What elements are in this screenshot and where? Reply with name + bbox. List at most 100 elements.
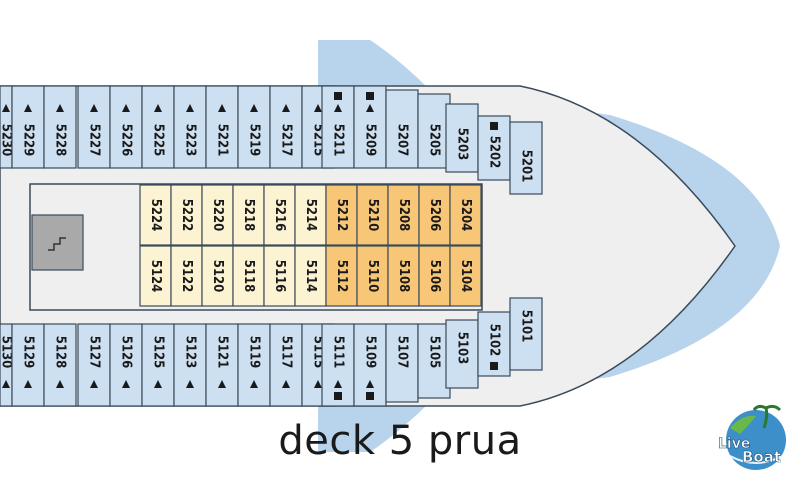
cabin[interactable]: 5210: [356, 184, 389, 246]
cabin-number: 5218: [241, 199, 256, 232]
cabin[interactable]: 5222: [170, 184, 203, 246]
cabin-box: [385, 323, 419, 403]
logo-text-left: Live: [718, 436, 750, 452]
cabin[interactable]: 5225: [141, 85, 175, 169]
cabin[interactable]: 5122: [170, 245, 203, 307]
cabin[interactable]: 5129: [11, 323, 45, 407]
accessible-cabin-marker: [334, 392, 342, 400]
cabin-number: 5211: [331, 124, 346, 157]
cabin-box: [109, 85, 143, 169]
cabin[interactable]: 5203: [445, 103, 479, 173]
cabin[interactable]: 5229: [11, 85, 45, 169]
cabin[interactable]: 5202: [477, 115, 511, 181]
cabin[interactable]: 5221: [205, 85, 239, 169]
cabin[interactable]: 5104: [449, 245, 482, 307]
triangle-up-icon: [334, 380, 342, 388]
cabin[interactable]: 5106: [418, 245, 451, 307]
cabin-number: 5222: [179, 199, 194, 232]
cabin-number: 5101: [519, 310, 534, 343]
cabin-box: [43, 85, 77, 169]
cabin[interactable]: 5127: [77, 323, 111, 407]
triangle-up-icon: [122, 104, 130, 112]
cabin[interactable]: 5204: [449, 184, 482, 246]
cabin-box: [387, 245, 420, 307]
cabin-number: 5230: [0, 124, 14, 157]
cabin[interactable]: 5206: [418, 184, 451, 246]
cabin[interactable]: 5103: [445, 319, 479, 389]
cabin-box: [263, 184, 296, 246]
cabin-box: [325, 245, 358, 307]
cabin[interactable]: 5123: [173, 323, 207, 407]
cabin[interactable]: 5110: [356, 245, 389, 307]
cabin-number: 5124: [148, 260, 163, 293]
cabin[interactable]: 5227: [77, 85, 111, 169]
cabin-box: [201, 184, 234, 246]
cabin[interactable]: 5211: [321, 85, 355, 169]
cabin[interactable]: 5220: [201, 184, 234, 246]
cabin-number: 5201: [519, 150, 534, 183]
cabin-box: [201, 245, 234, 307]
cabin[interactable]: 5116: [263, 245, 296, 307]
cabin[interactable]: 5108: [387, 245, 420, 307]
cabin[interactable]: 5219: [237, 85, 271, 169]
cabin-number: 5210: [365, 199, 380, 232]
cabin[interactable]: 5201: [509, 121, 543, 195]
cabin-box: [170, 184, 203, 246]
cabin[interactable]: 5209: [353, 85, 387, 169]
triangle-up-icon: [366, 104, 374, 112]
cabin[interactable]: 5101: [509, 297, 543, 371]
cabin[interactable]: 5118: [232, 245, 265, 307]
cabin[interactable]: 5205: [417, 93, 451, 169]
cabin[interactable]: 5216: [263, 184, 296, 246]
cabin-number: 5108: [396, 260, 411, 293]
cabin[interactable]: 5117: [269, 323, 303, 407]
cabin-number: 5122: [179, 260, 194, 293]
cabin[interactable]: 5120: [201, 245, 234, 307]
cabin[interactable]: 5126: [109, 323, 143, 407]
cabin-number: 5117: [279, 336, 294, 369]
cabin[interactable]: 5121: [205, 323, 239, 407]
cabin[interactable]: 5207: [385, 89, 419, 169]
cabin-box: [11, 323, 45, 407]
cabin-box: [269, 323, 303, 407]
cabin[interactable]: 5226: [109, 85, 143, 169]
cabin-number: 5121: [215, 336, 230, 369]
cabin[interactable]: 5224: [139, 184, 172, 246]
cabin[interactable]: 5125: [141, 323, 175, 407]
cabin[interactable]: 5102: [477, 311, 511, 377]
cabin[interactable]: 5107: [385, 323, 419, 403]
cabin[interactable]: 5228: [43, 85, 77, 169]
cabin[interactable]: 5217: [269, 85, 303, 169]
cabin-number: 5129: [21, 336, 36, 369]
cabin-number: 5109: [363, 336, 378, 369]
cabin-number: 5116: [272, 260, 287, 293]
cabin[interactable]: 5223: [173, 85, 207, 169]
cabin[interactable]: 5212: [325, 184, 358, 246]
cabin[interactable]: 5119: [237, 323, 271, 407]
cabin[interactable]: 5218: [232, 184, 265, 246]
cabin[interactable]: 5230: [0, 85, 14, 169]
accessible-cabin-marker: [334, 92, 342, 100]
cabin[interactable]: 5114: [294, 245, 327, 307]
cabin[interactable]: 5128: [43, 323, 77, 407]
cabin-number: 5216: [272, 199, 287, 232]
cabin[interactable]: 5124: [139, 245, 172, 307]
cabin[interactable]: 5208: [387, 184, 420, 246]
triangle-up-icon: [218, 104, 226, 112]
cabin-box: [418, 245, 451, 307]
cabin-box: [205, 323, 239, 407]
triangle-up-icon: [314, 380, 322, 388]
cabin[interactable]: 5105: [417, 323, 451, 399]
cabin[interactable]: 5130: [0, 323, 14, 407]
cabin-number: 5123: [183, 336, 198, 369]
cabin[interactable]: 5109: [353, 323, 387, 407]
cabin[interactable]: 5111: [321, 323, 355, 407]
cabin[interactable]: 5214: [294, 184, 327, 246]
cabin-number: 5207: [395, 124, 410, 157]
triangle-up-icon: [24, 104, 32, 112]
island-icon: [730, 415, 756, 434]
cabin[interactable]: 5112: [325, 245, 358, 307]
cabin-box: [237, 323, 271, 407]
cabin-number: 5128: [53, 336, 68, 369]
